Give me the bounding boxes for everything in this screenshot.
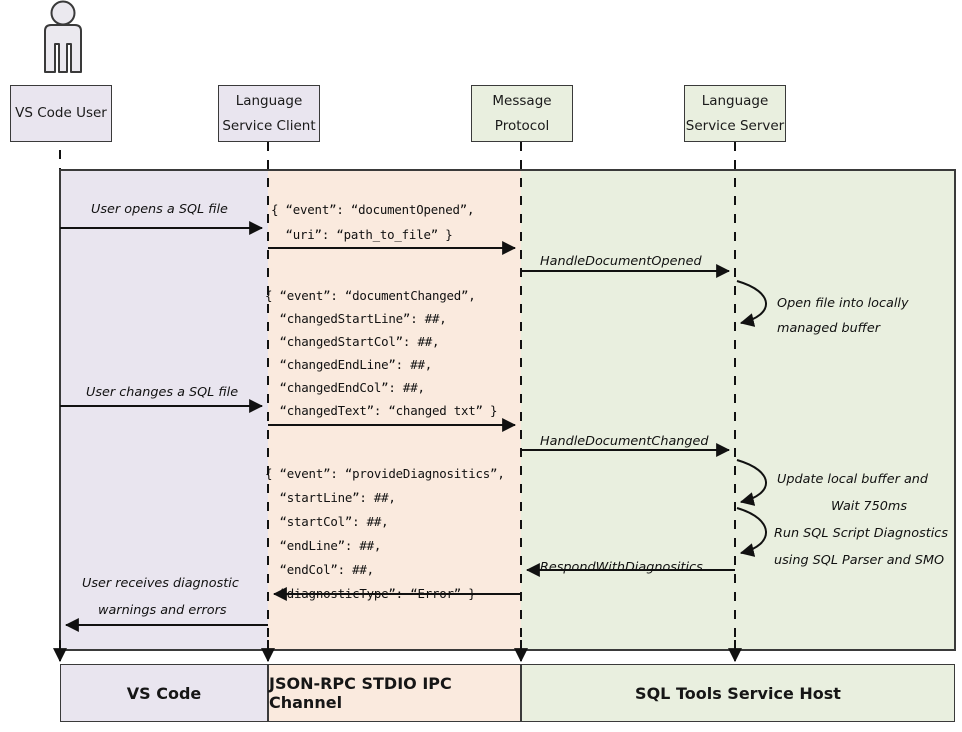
participant-label-line1: Language [701,92,769,109]
self-call-label-open-file-line1: Open file into locally [777,296,909,311]
participant-box-language-service-server[interactable]: Language Service Server [684,85,786,142]
self-call-label-update-buffer-line2: Wait 750ms [831,499,907,514]
participant-box-message-protocol[interactable]: Message Protocol [471,85,573,142]
band-vscode [60,170,268,650]
participant-box-vs-code-user[interactable]: VS Code User [10,85,112,142]
message-label-user-changes-sql-file: User changes a SQL file [86,385,239,400]
self-call-label-open-file-line2: managed buffer [777,321,881,336]
self-call-label-update-buffer-line1: Update local buffer and [777,472,929,487]
self-call-label-run-diagnostics-line2: using SQL Parser and SMO [774,553,945,568]
self-call-label-run-diagnostics-line1: Run SQL Script Diagnostics [774,526,949,541]
message-label-handle-document-opened: HandleDocumentOpened [540,254,702,269]
message-label-user-receives-diagnostics-line2: warnings and errors [98,603,227,618]
footer-label: VS Code [126,683,202,703]
participant-label-line2: Service Server [685,117,785,134]
payload-document-changed-line-5: “changedText”: “changed txt” } [265,403,498,418]
payload-document-changed-line-4: “changedEndCol”: ##, [265,380,425,395]
payload-document-opened-line-1: “uri”: “path_to_file” } [271,227,453,242]
footer-segment-service-host[interactable]: SQL Tools Service Host [521,664,955,722]
payload-provide-diagnostics-line-1: “startLine”: ##, [265,490,396,505]
message-label-user-opens-sql-file: User opens a SQL file [91,202,228,217]
payload-document-changed-line-2: “changedStartCol”: ##, [265,334,440,349]
message-label-respond-with-diagnostics: RespondWithDiagnositics [540,560,703,575]
footer-segment-vs-code[interactable]: VS Code [60,664,268,722]
participant-label-line2: Service Client [222,117,316,134]
footer-segment-ipc-channel[interactable]: JSON-RPC STDIO IPC Channel [268,664,521,722]
payload-provide-diagnostics-line-0: { “event”: “provideDiagnositics”, [265,466,505,481]
payload-document-changed-line-3: “changedEndLine”: ##, [265,357,433,372]
message-label-user-receives-diagnostics-line1: User receives diagnostic [82,576,239,591]
participant-label-line1: Language [235,92,303,109]
actor-glyph [44,0,82,73]
payload-document-changed-line-1: “changedStartLine”: ##, [265,311,447,326]
payload-provide-diagnostics-line-2: “startCol”: ##, [265,514,389,529]
participant-label-line1: VS Code User [15,105,107,122]
payload-provide-diagnostics-line-3: “endLine”: ##, [265,538,382,553]
participant-label-line1: Message [492,92,552,109]
participant-box-language-service-client[interactable]: Language Service Client [218,85,320,142]
footer-label: JSON-RPC STDIO IPC Channel [269,674,452,712]
band-ipc [268,170,521,650]
participant-label-line2: Protocol [494,117,550,134]
footer-label: SQL Tools Service Host [635,683,841,703]
payload-provide-diagnostics-line-5: “diagnosticType”: “Error” } [265,586,476,601]
payload-document-opened-line-0: { “event”: “documentOpened”, [271,202,475,217]
message-label-handle-document-changed: HandleDocumentChanged [540,434,709,449]
payload-document-changed-line-0: { “event”: “documentChanged”, [265,288,476,303]
payload-provide-diagnostics-line-4: “endCol”: ##, [265,562,375,577]
